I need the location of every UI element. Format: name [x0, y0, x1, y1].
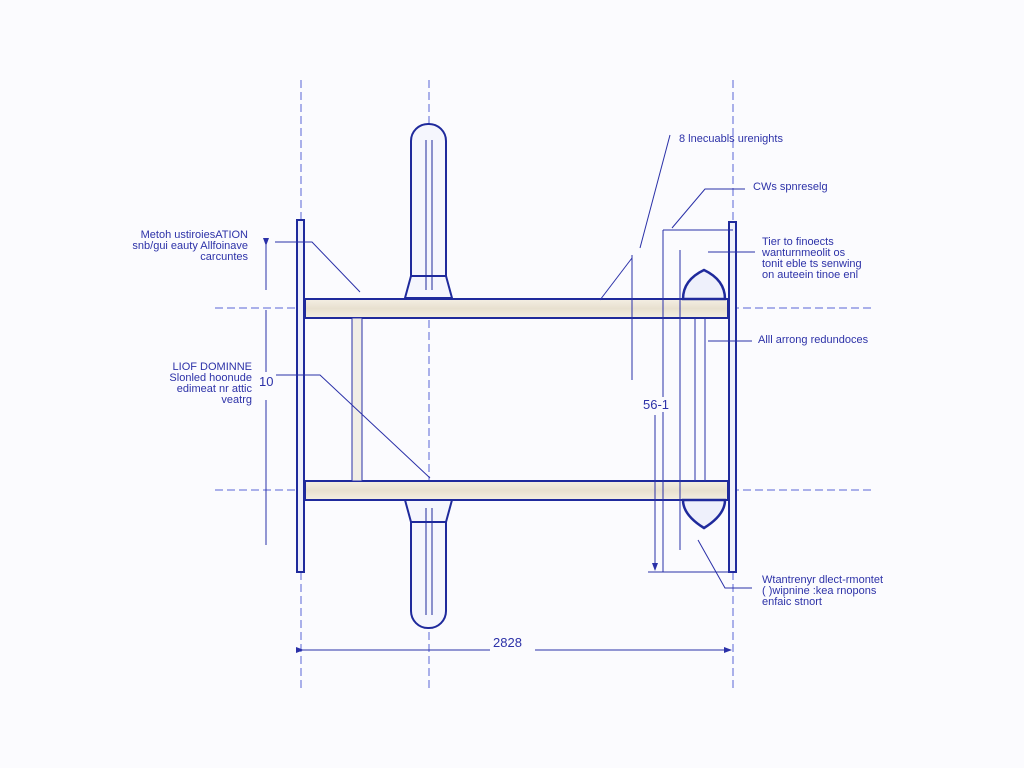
callout-line: enfaic stnort — [762, 596, 822, 608]
dimension-vertical-span: 56-1 — [640, 397, 673, 412]
callout-line: veatrg — [221, 394, 252, 406]
nuts — [681, 268, 727, 530]
leader-lines — [275, 134, 755, 589]
callout-mid-left: LIOF DOMINNE Slonled hoonude edimeat nr … — [169, 362, 252, 406]
callout-top-center: 8 lnecuabls urenights — [679, 133, 783, 145]
callout-bottom-right: Wtantrenyr dlect-rmontet ( )wipnine :kea… — [762, 575, 883, 608]
callout-line: LIOF DOMINNE — [172, 361, 252, 373]
callout-top-right: CWs spnreselg — [753, 181, 828, 193]
dimension-overall-width: 2828 — [490, 635, 525, 650]
callout-line: carcuntes — [200, 251, 248, 263]
callout-line: snb/gui eauty Allfoinave — [132, 240, 248, 252]
callout-line: ( )wipnine :kea rnopons — [762, 585, 877, 597]
callout-right-block: Tier to finoects wanturnmeolit os tonit … — [762, 237, 862, 281]
callout-line: Tier to finoects — [762, 236, 834, 248]
callout-right-mid: Alll arrong redundoces — [758, 334, 869, 346]
dimension-left-height: 10 — [256, 374, 277, 389]
callout-line: wanturnmeolit os — [762, 247, 846, 259]
callout-line: Slonled hoonude — [169, 372, 252, 384]
dimension-lines — [263, 229, 733, 653]
callout-top-left: Metoh ustiroiesATION snb/gui eauty Allfo… — [132, 230, 248, 263]
callout-line: Metoh ustiroiesATION — [140, 229, 248, 241]
callout-line: Wtantrenyr dlect-rmontet — [762, 574, 884, 586]
vertical-rods — [351, 230, 706, 572]
callout-line: tonit eble ts senwing — [762, 258, 862, 270]
beams — [304, 298, 729, 501]
callout-line: on auteein tinoe enl — [762, 269, 859, 281]
side-plates — [296, 219, 737, 573]
callout-line: edimeat nr attic — [176, 383, 252, 395]
